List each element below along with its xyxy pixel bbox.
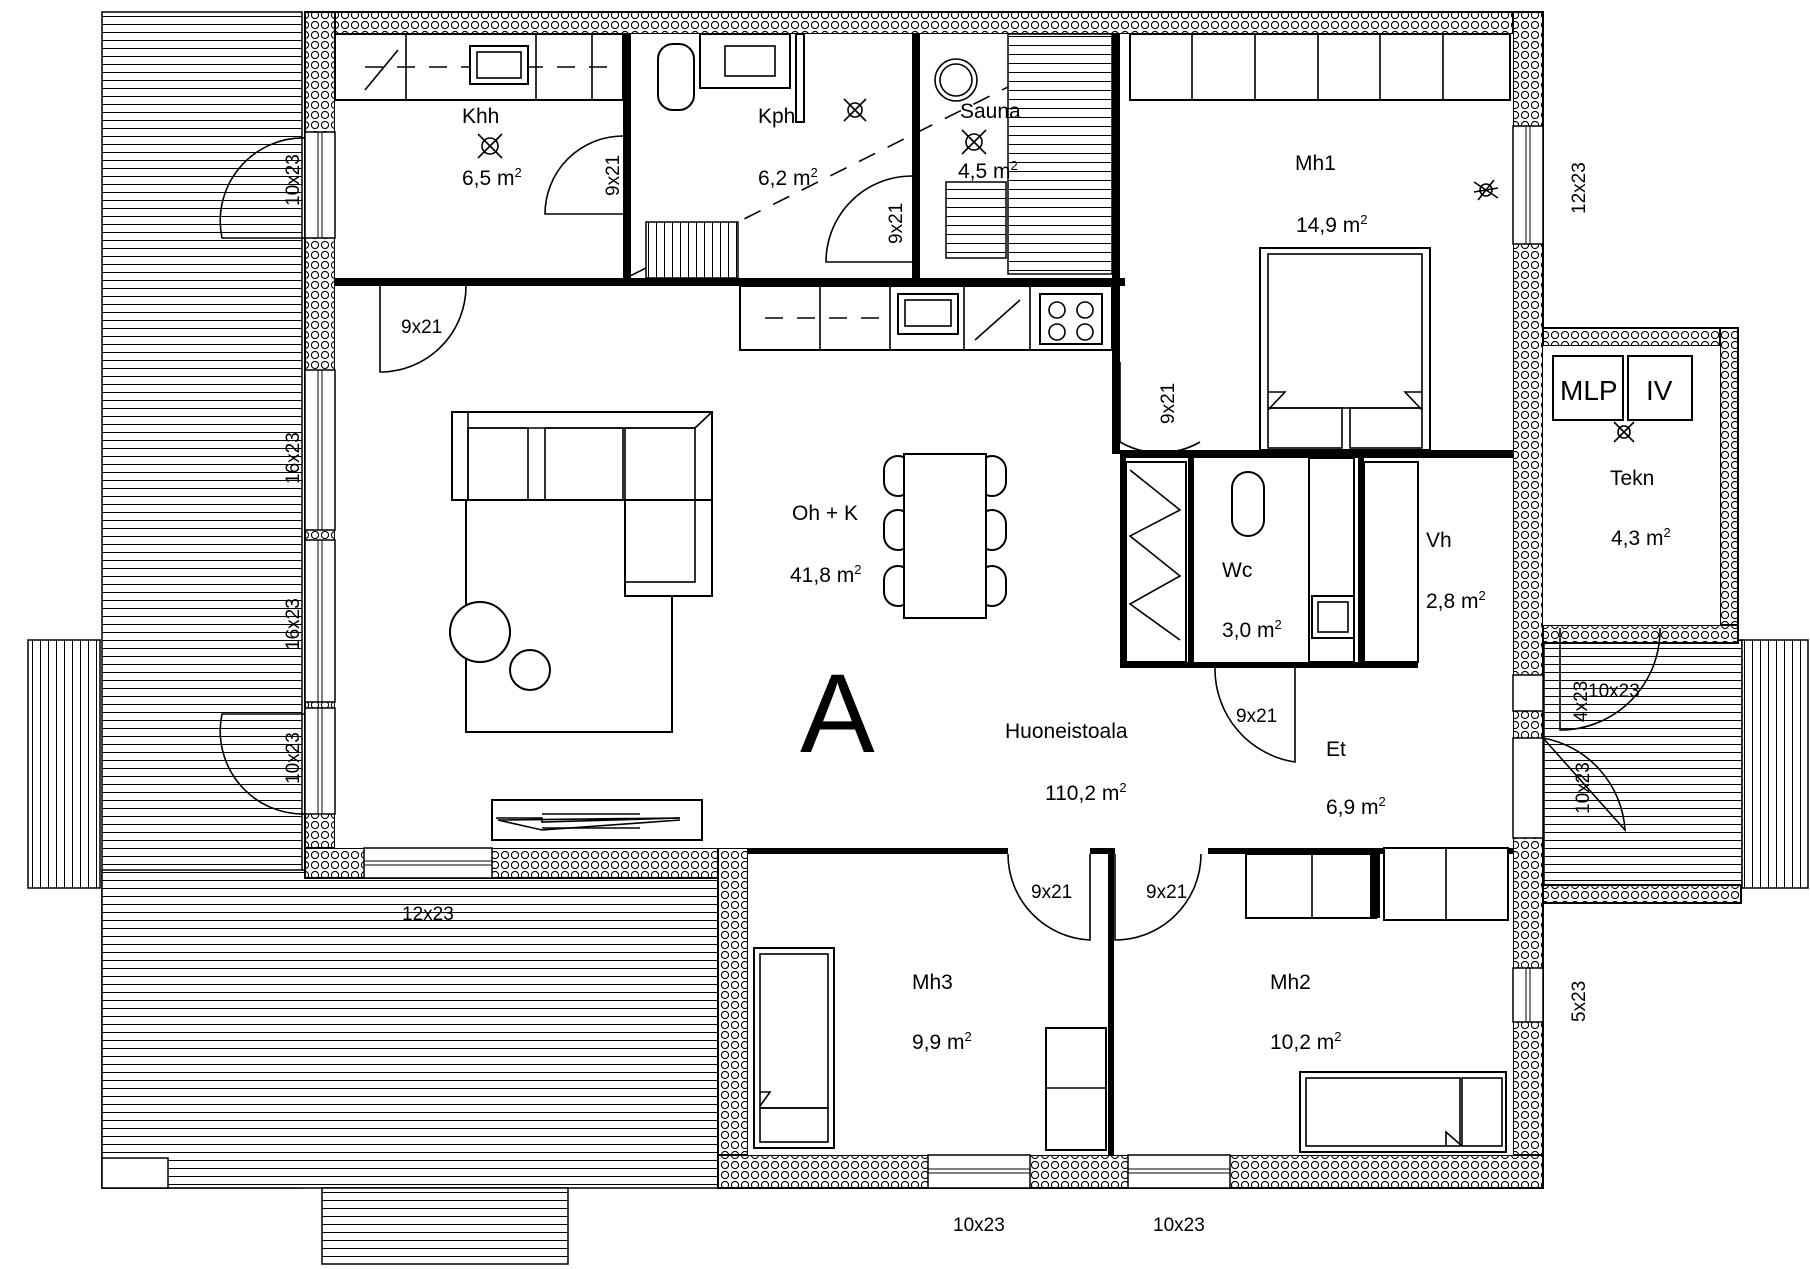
svg-text:14,9 m2: 14,9 m2 (1296, 212, 1367, 237)
svg-text:4,3 m2: 4,3 m2 (1611, 525, 1671, 550)
room-name-wc: Wc (1222, 559, 1252, 582)
room-name-oh-k: Oh + K (792, 502, 858, 525)
room-name-mh3: Mh3 (912, 971, 953, 994)
window-label: 12x23 (1569, 162, 1590, 214)
door-label: 9x21 (1236, 706, 1277, 727)
interior-walls (335, 34, 1513, 1155)
window-label: 10x23 (1588, 681, 1640, 702)
window-label: 10x23 (283, 154, 304, 206)
plant-icon (1473, 179, 1499, 201)
technical-room (1552, 355, 1693, 443)
room-area-vh: 2,8 (1426, 590, 1455, 613)
room-area-mh2: 10,2 (1270, 1031, 1311, 1054)
room-name-mh2: Mh2 (1270, 971, 1311, 994)
room-name-tekn: Tekn (1610, 467, 1654, 490)
window-label: 10x23 (1573, 762, 1594, 814)
svg-text:6,9 m2: 6,9 m2 (1326, 794, 1386, 819)
door-label: 9x21 (1146, 882, 1187, 903)
window-label: 16x23 (283, 598, 304, 650)
svg-text:4,5 m2: 4,5 m2 (958, 158, 1018, 183)
terrace-decking (27, 11, 1809, 1265)
room-area-wc: 3,0 (1222, 619, 1251, 642)
room-area-et: 6,9 (1326, 796, 1355, 819)
room-area-mh3: 9,9 (912, 1031, 941, 1054)
window-label: 10x23 (283, 732, 304, 784)
total-area-label: Huoneistoala (1005, 720, 1128, 743)
apartment-letter: A (800, 651, 875, 776)
kitchen (739, 285, 1113, 351)
door-label: 9x21 (603, 155, 624, 196)
equipment-iv: IV (1646, 375, 1673, 406)
room-area-tekn: 4,3 (1611, 527, 1640, 550)
laundry-bath-fixtures (334, 33, 1113, 279)
svg-text:3,0 m2: 3,0 m2 (1222, 617, 1282, 642)
svg-text:110,2 m2: 110,2 m2 (1045, 780, 1127, 805)
window-label: 10x23 (953, 1215, 1005, 1236)
room-area-oh-k: 41,8 (790, 564, 831, 587)
door-size-labels: 9x21 9x21 9x21 9x21 9x21 9x21 9x21 (401, 155, 1277, 903)
room-area-sauna: 4,5 (958, 160, 987, 183)
room-name-sauna: Sauna (960, 100, 1021, 123)
room-labels: Khh 6,5 m2 Kph 6,2 m2 Sauna 4,5 m2 Mh1 1… (462, 100, 1673, 1054)
door-label: 9x21 (886, 203, 907, 244)
window-label: 5x23 (1569, 981, 1590, 1022)
window-size-labels: 10x23 16x23 16x23 10x23 12x23 12x23 4x23… (283, 154, 1640, 1236)
window-label: 12x23 (402, 904, 454, 925)
windows (304, 125, 1544, 1189)
room-name-et: Et (1326, 738, 1346, 761)
room-name-mh1: Mh1 (1295, 152, 1336, 175)
svg-text:6,5 m2: 6,5 m2 (462, 165, 522, 190)
entrance-wc-storage (1125, 457, 1509, 921)
room-name-khh: Khh (462, 105, 499, 128)
room-name-vh: Vh (1426, 529, 1452, 552)
svg-text:6,2 m2: 6,2 m2 (758, 165, 818, 190)
door-label: 9x21 (401, 317, 442, 338)
room-area-mh1: 14,9 (1296, 214, 1337, 237)
bedrooms-2-3-furniture (753, 947, 1507, 1153)
svg-text:41,8 m2: 41,8 m2 (790, 562, 861, 587)
door-label: 9x21 (1031, 882, 1072, 903)
bedroom-1-furniture (1129, 33, 1511, 451)
exterior-doors (219, 137, 1661, 833)
svg-text:9,9 m2: 9,9 m2 (912, 1029, 972, 1054)
door-label: 9x21 (1158, 383, 1179, 424)
room-area-kph: 6,2 (758, 167, 787, 190)
room-area-khh: 6,5 (462, 167, 491, 190)
window-label: 4x23 (1571, 681, 1592, 722)
svg-text:10,2 m2: 10,2 m2 (1270, 1029, 1341, 1054)
equipment-mlp: MLP (1560, 375, 1618, 406)
svg-text:2,8 m2: 2,8 m2 (1426, 588, 1486, 613)
living-room-furniture (449, 411, 1007, 841)
interior-doors (379, 135, 1296, 941)
window-label: 16x23 (283, 432, 304, 484)
window-label: 10x23 (1153, 1215, 1205, 1236)
total-area-value: 110,2 (1045, 782, 1096, 805)
room-name-kph: Kph (758, 105, 795, 128)
